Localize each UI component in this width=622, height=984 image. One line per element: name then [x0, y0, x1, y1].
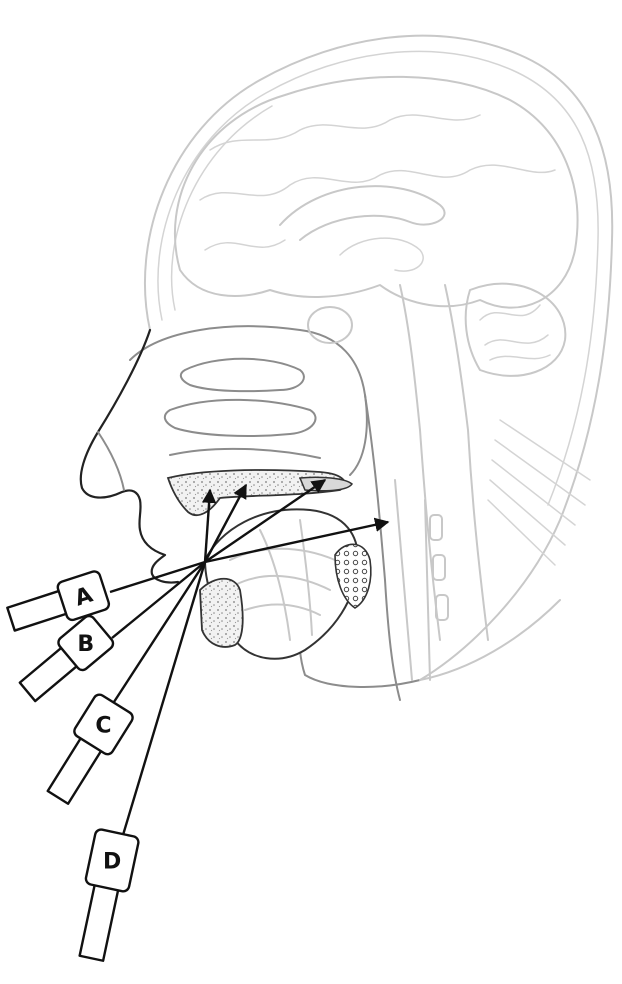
- beam-d: [120, 562, 205, 845]
- probe-d: D: [70, 828, 140, 962]
- beam-a: [110, 562, 205, 592]
- probe-b: B: [15, 614, 116, 708]
- beam-b: [112, 562, 205, 638]
- probe-label-d: D: [103, 849, 121, 874]
- probe-c: C: [39, 692, 135, 809]
- nasal-cavity: [130, 307, 367, 475]
- beam-c: [112, 562, 205, 705]
- probe-label-c: C: [95, 713, 111, 738]
- mandible: [200, 579, 243, 647]
- hard-palate: [168, 470, 352, 515]
- probe-label-b: B: [77, 632, 94, 657]
